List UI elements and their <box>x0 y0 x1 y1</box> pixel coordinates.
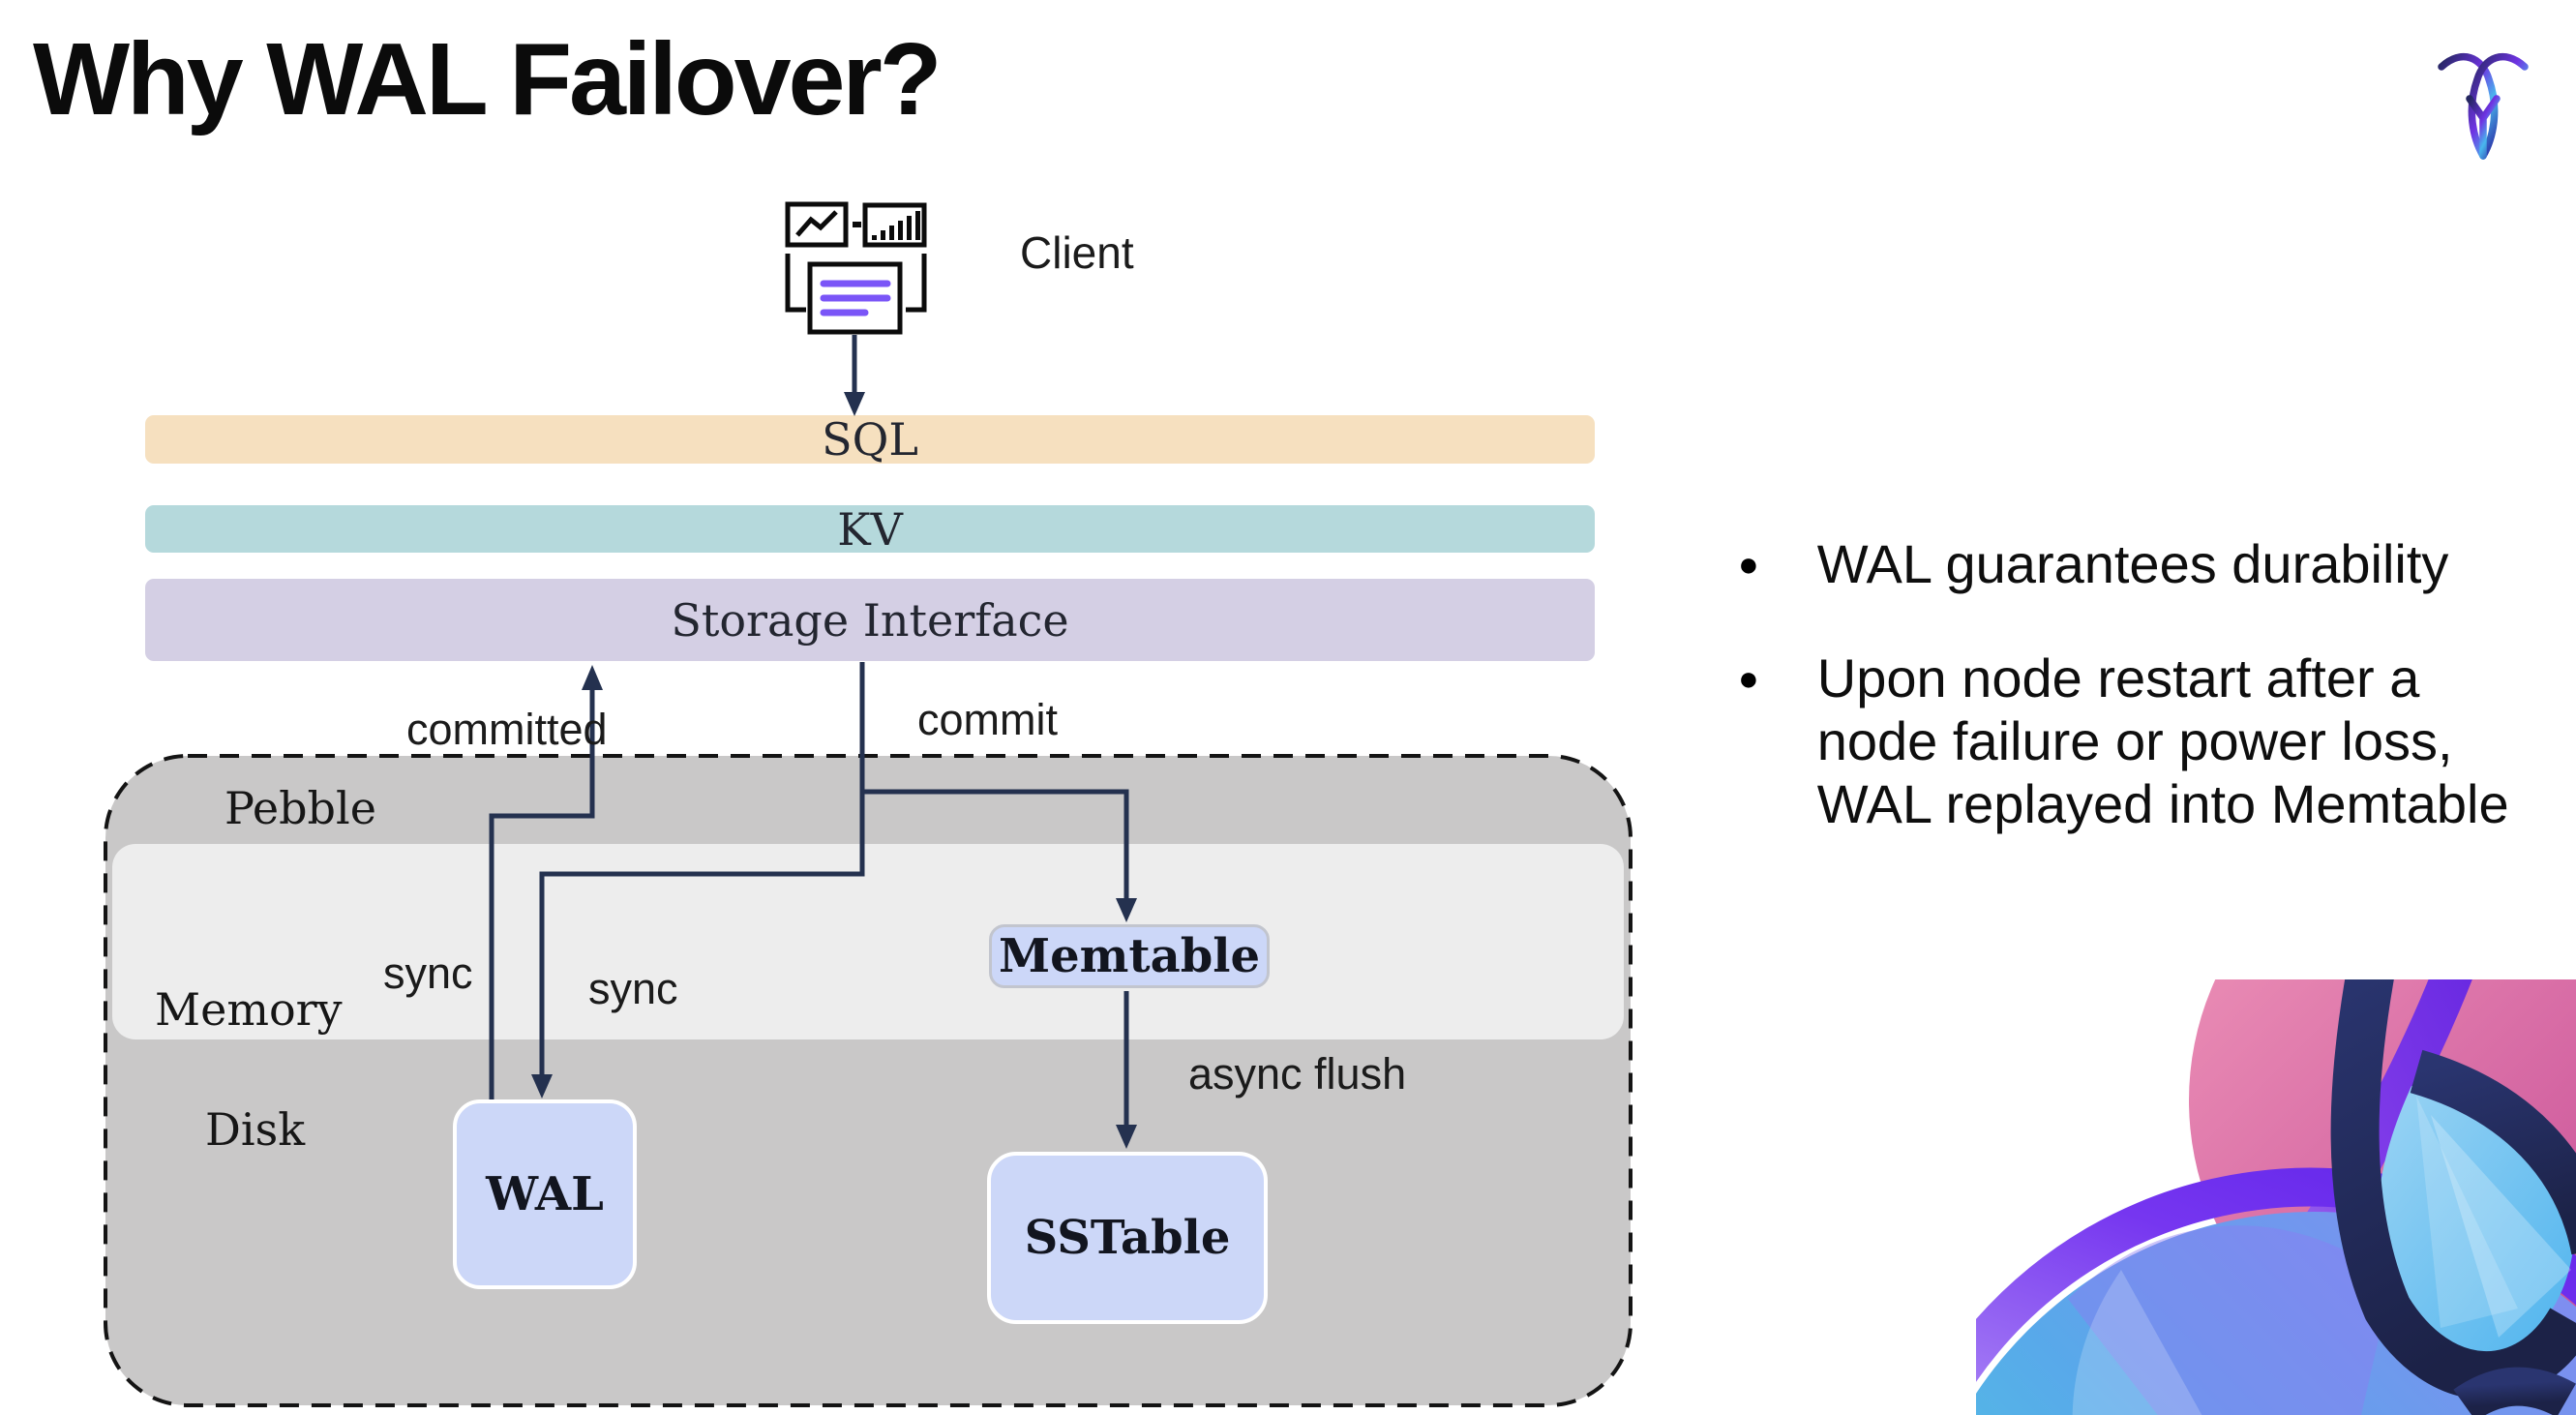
sync-left-edge-label: sync <box>383 948 473 998</box>
bullet-text-line: node failure or power loss, <box>1816 710 2453 771</box>
disk-label: Disk <box>205 1103 306 1156</box>
committed-edge-label: committed <box>406 705 608 754</box>
memory-label: Memory <box>155 983 343 1036</box>
wal-box: WAL <box>453 1099 637 1289</box>
wal-label: WAL <box>486 1167 604 1221</box>
bullet-marker: ● <box>1738 544 1759 584</box>
bullet-item: ● WAL guarantees durability <box>1738 532 2570 596</box>
memtable-box: Memtable <box>989 924 1270 988</box>
sstable-label: SSTable <box>1024 1211 1231 1265</box>
client-icon <box>785 201 927 335</box>
sync-right-edge-label: sync <box>588 964 678 1013</box>
bullet-text-line: Upon node restart after a <box>1816 647 2420 708</box>
cockroachdb-logo-icon <box>2438 53 2529 160</box>
layer-storage-interface: Storage Interface <box>145 579 1595 661</box>
client-label: Client <box>1020 227 1134 278</box>
sstable-box: SSTable <box>987 1152 1268 1324</box>
layer-kv: KV <box>145 502 1595 556</box>
brand-art-graphic <box>1976 979 2576 1415</box>
page-title: Why WAL Failover? <box>33 22 942 136</box>
bullet-list: ● WAL guarantees durability ● Upon node … <box>1738 532 2570 886</box>
bullet-text-line: WAL replayed into Memtable <box>1816 773 2509 834</box>
bullet-text: WAL guarantees durability <box>1816 533 2449 594</box>
memtable-label: Memtable <box>998 929 1261 983</box>
layer-sql: SQL <box>145 413 1595 466</box>
bullet-item: ● Upon node restart after a node failure… <box>1738 647 2570 835</box>
layer-storage-label: Storage Interface <box>671 593 1069 647</box>
async-flush-edge-label: async flush <box>1188 1049 1407 1099</box>
layer-sql-label: SQL <box>822 413 918 466</box>
commit-edge-label: commit <box>917 695 1058 744</box>
pebble-label: Pebble <box>225 782 376 834</box>
bullet-marker: ● <box>1738 658 1759 698</box>
layer-kv-label: KV <box>837 502 903 556</box>
